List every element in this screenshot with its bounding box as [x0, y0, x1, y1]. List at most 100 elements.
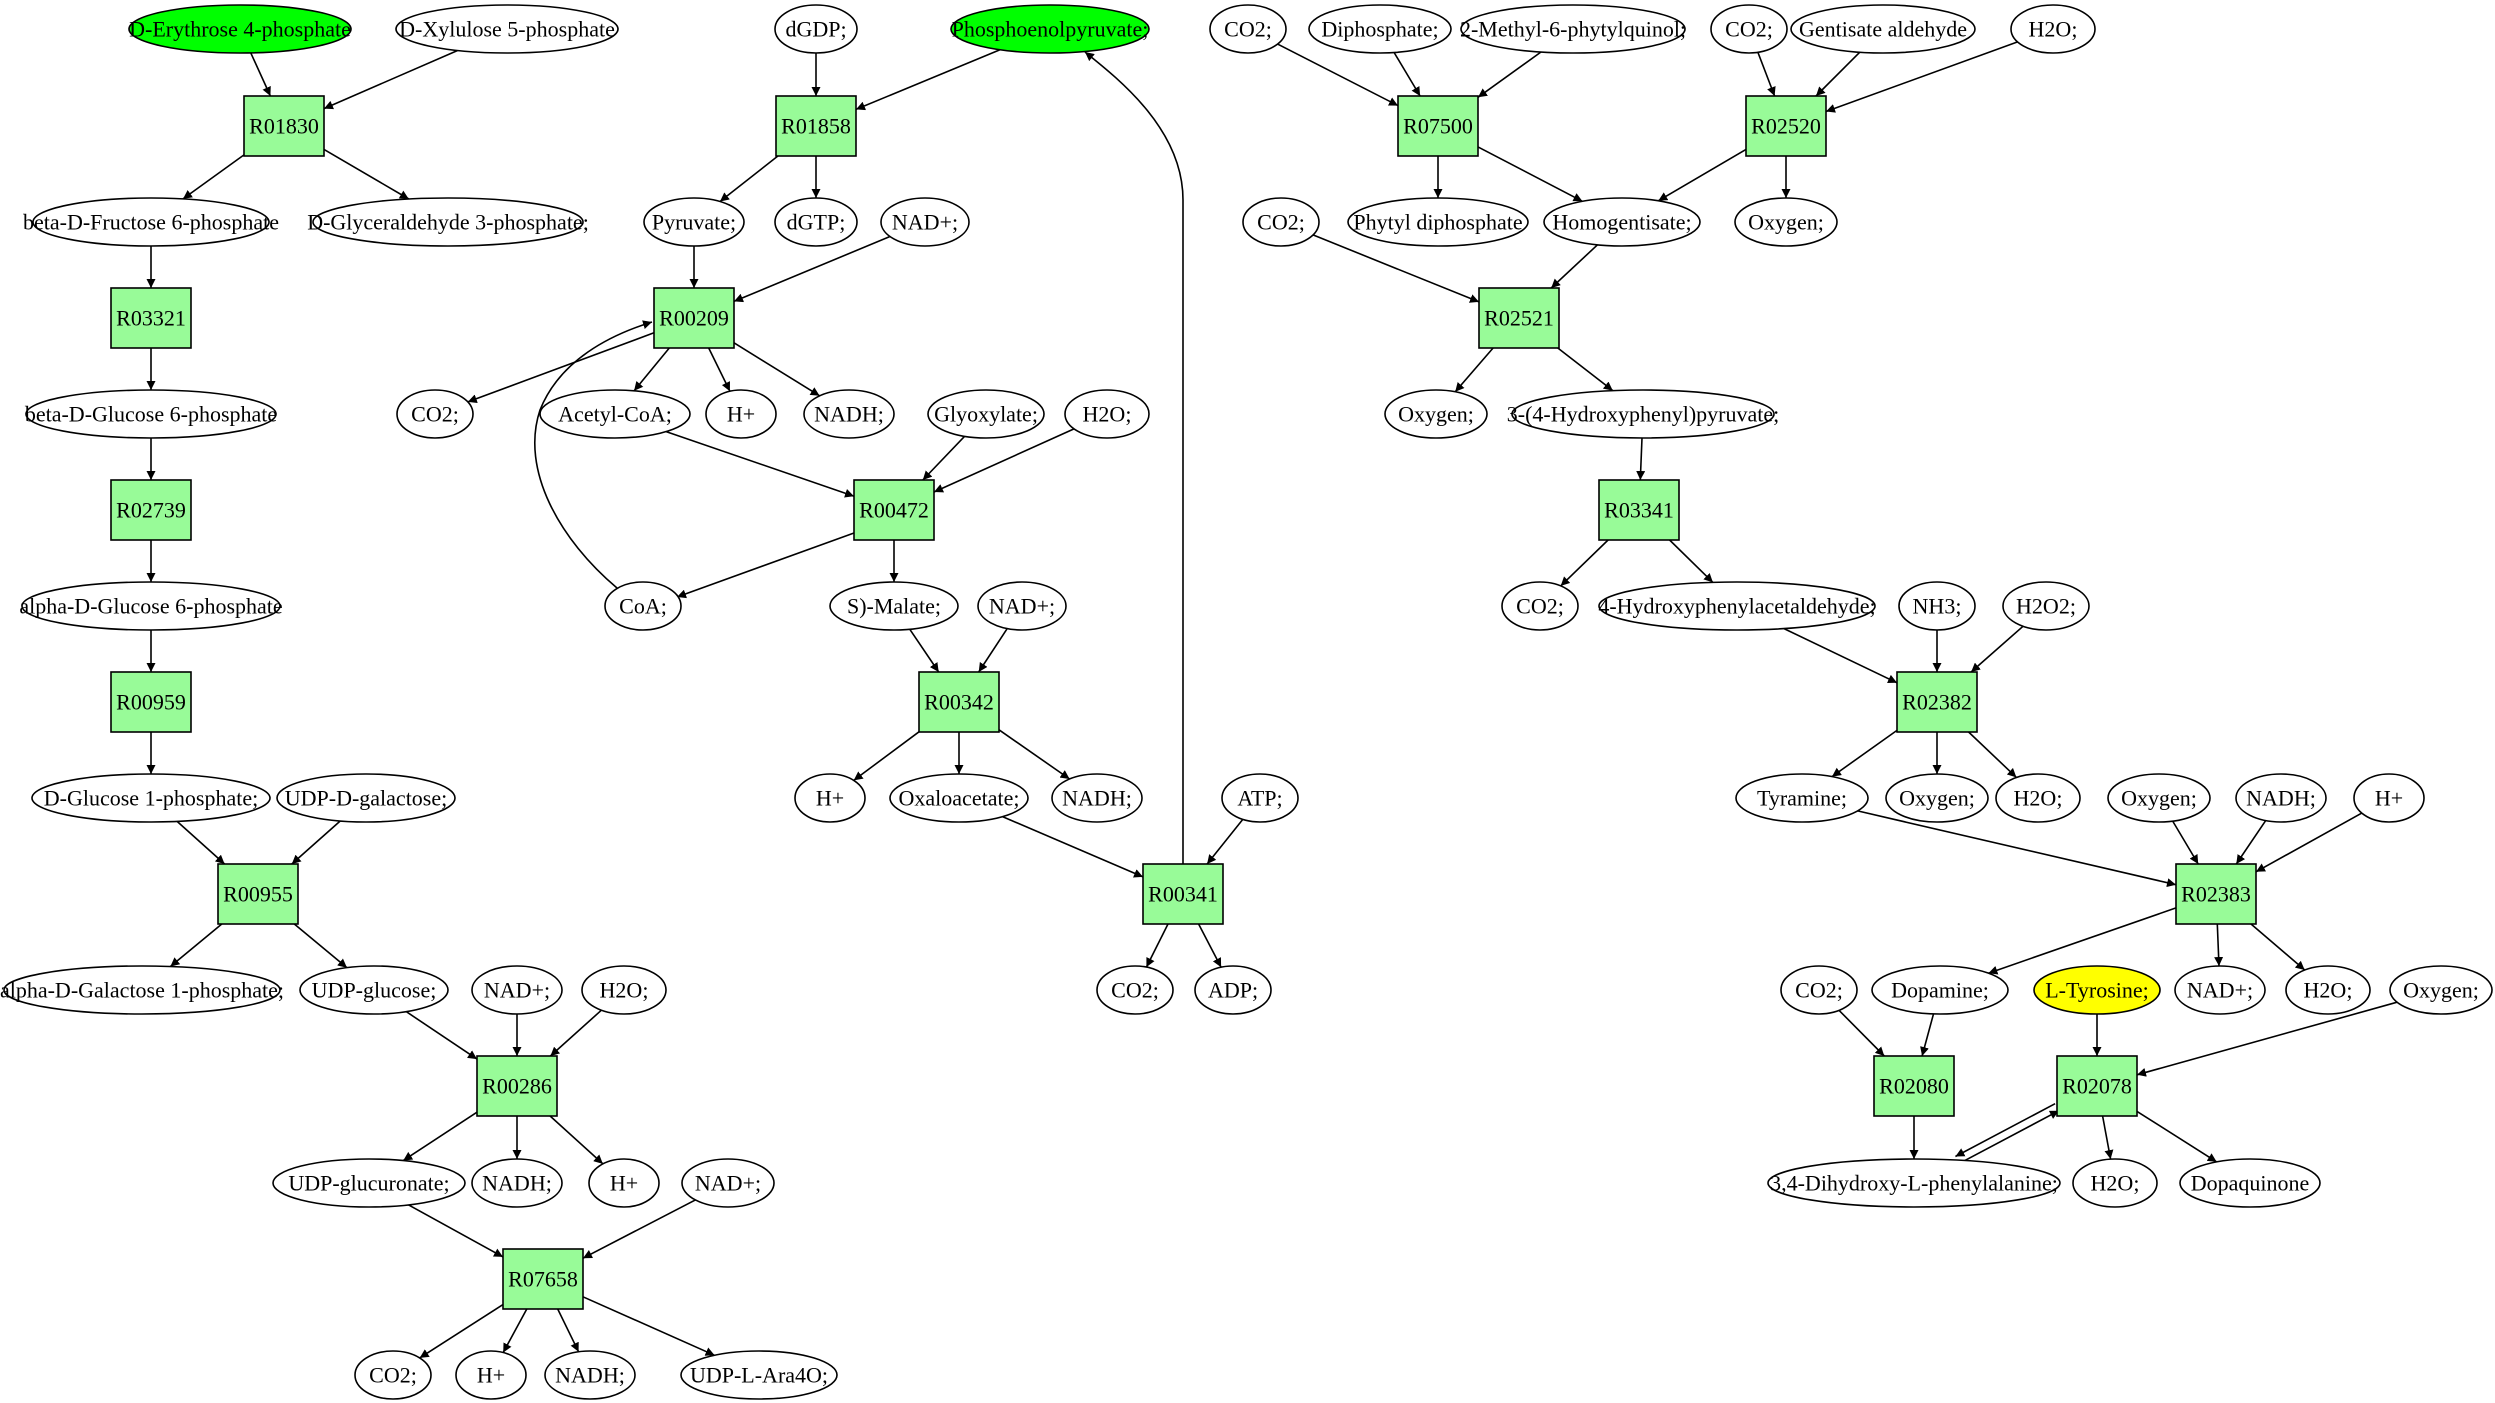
compound-node[interactable]: UDP-D-galactose; — [276, 773, 456, 823]
compound-node[interactable]: CO2; — [1501, 581, 1579, 631]
compound-node[interactable]: H2O; — [581, 965, 667, 1015]
node-label: NADH; — [2246, 786, 2316, 811]
reaction-node[interactable]: R07658 — [502, 1248, 584, 1310]
compound-node[interactable]: CO2; — [354, 1350, 432, 1400]
reaction-node[interactable]: R01858 — [775, 95, 857, 157]
compound-node[interactable]: Oxygen; — [1734, 197, 1838, 247]
compound-node[interactable]: S)-Malate; — [829, 581, 959, 631]
compound-node[interactable]: NAD+; — [2174, 965, 2266, 1015]
reaction-node[interactable]: R02739 — [110, 479, 192, 541]
reaction-node[interactable]: R02382 — [1896, 671, 1978, 733]
reaction-node[interactable]: R00209 — [653, 287, 735, 349]
reaction-node[interactable]: R07500 — [1397, 95, 1479, 157]
reaction-node[interactable]: R02520 — [1745, 95, 1827, 157]
compound-node[interactable]: UDP-L-Ara4O; — [680, 1350, 838, 1400]
compound-node[interactable]: H+ — [705, 389, 777, 439]
compound-node[interactable]: dGDP; — [774, 4, 858, 54]
compound-node[interactable]: Phytyl diphosphate — [1347, 197, 1529, 247]
compound-node[interactable]: H+ — [455, 1350, 527, 1400]
edge-R02078-to-c_h2o_2078 — [2101, 1115, 2114, 1160]
compound-node[interactable]: Oxygen; — [2107, 773, 2211, 823]
reaction-node[interactable]: R02078 — [2056, 1055, 2138, 1117]
compound-node[interactable]: NAD+; — [977, 581, 1067, 631]
edge-R00955-to-c_agal1p — [169, 923, 223, 968]
compound-node[interactable]: CO2; — [1780, 965, 1858, 1015]
compound-node[interactable]: H+ — [588, 1158, 660, 1208]
compound-node[interactable]: 3,4-Dihydroxy-L-phenylalanine; — [1767, 1158, 2061, 1208]
compound-node[interactable]: Oxaloacetate; — [889, 773, 1029, 823]
compound-node[interactable]: alpha-D-Glucose 6-phosphate — [19, 581, 283, 631]
compound-node[interactable]: NADH; — [544, 1350, 636, 1400]
compound-node[interactable]: H+ — [2353, 773, 2425, 823]
reaction-node[interactable]: R02521 — [1478, 287, 1560, 349]
compound-node[interactable]: Acetyl-CoA; — [539, 389, 691, 439]
compound-node[interactable]: NADH; — [803, 389, 895, 439]
compound-node[interactable]: beta-D-Fructose 6-phosphate — [23, 197, 279, 247]
compound-node[interactable]: CO2; — [396, 389, 474, 439]
reaction-node[interactable]: R00341 — [1142, 863, 1224, 925]
compound-node[interactable]: D-Glyceraldehyde 3-phosphate; — [307, 197, 589, 247]
compound-node[interactable]: Diphosphate; — [1308, 4, 1452, 54]
compound-node[interactable]: Tyramine; — [1735, 773, 1869, 823]
compound-node[interactable]: CO2; — [1209, 4, 1287, 54]
compound-node[interactable]: Pyruvate; — [643, 197, 745, 247]
compound-node[interactable]: Dopaquinone — [2179, 1158, 2321, 1208]
compound-node[interactable]: alpha-D-Galactose 1-phosphate; — [0, 965, 284, 1015]
compound-node[interactable]: Dopamine; — [1871, 965, 2009, 1015]
reaction-node[interactable]: R02383 — [2175, 863, 2257, 925]
compound-node[interactable]: Oxygen; — [1885, 773, 1989, 823]
reaction-node[interactable]: R00472 — [853, 479, 935, 541]
compound-node[interactable]: H+ — [794, 773, 866, 823]
compound-node[interactable]: ADP; — [1194, 965, 1272, 1015]
reaction-node[interactable]: R00286 — [476, 1055, 558, 1117]
reaction-node[interactable]: R00342 — [918, 671, 1000, 733]
compound-node[interactable]: Homogentisate; — [1543, 197, 1701, 247]
compound-ellipse — [2389, 965, 2493, 1015]
compound-node[interactable]: UDP-glucose; — [299, 965, 449, 1015]
compound-node[interactable]: Gentisate aldehyde — [1790, 4, 1976, 54]
reaction-node[interactable]: R00955 — [217, 863, 299, 925]
reaction-node[interactable]: R00959 — [110, 671, 192, 733]
node-label: R02078 — [2062, 1074, 2132, 1099]
compound-node[interactable]: NAD+; — [681, 1158, 775, 1208]
compound-node[interactable]: H2O; — [2010, 4, 2096, 54]
node-label: H2O; — [2014, 786, 2063, 811]
compound-node[interactable]: H2O2; — [2002, 581, 2090, 631]
edge-c_ldopa-to-R02078 — [1958, 1109, 2060, 1165]
compound-node[interactable]: CO2; — [1242, 197, 1320, 247]
compound-node[interactable]: CO2; — [1096, 965, 1174, 1015]
compound-node[interactable]: 2-Methyl-6-phytylquinol; — [1460, 4, 1686, 54]
compound-node[interactable]: D-Xylulose 5-phosphate — [395, 4, 619, 54]
compound-node[interactable]: CO2; — [1710, 4, 1788, 54]
compound-node[interactable]: 4-Hydroxyphenylacetaldehyde; — [1598, 581, 1876, 631]
compound-node[interactable]: NADH; — [1051, 773, 1143, 823]
compound-node[interactable]: NADH; — [471, 1158, 563, 1208]
compound-node[interactable]: 3-(4-Hydroxyphenyl)pyruvate; — [1507, 389, 1779, 439]
compound-node[interactable]: NADH; — [2235, 773, 2327, 823]
compound-node[interactable]: H2O; — [2285, 965, 2371, 1015]
reaction-node[interactable]: R03321 — [110, 287, 192, 349]
compound-node[interactable]: ATP; — [1221, 773, 1299, 823]
compound-node[interactable]: H2O; — [2072, 1158, 2158, 1208]
compound-node[interactable]: beta-D-Glucose 6-phosphate — [25, 389, 277, 439]
compound-node[interactable]: Phosphoenolpyruvate; — [950, 4, 1150, 54]
compound-node[interactable]: H2O; — [1995, 773, 2081, 823]
edge-R03341-to-c_hpa — [1669, 539, 1714, 583]
compound-node[interactable]: Oxygen; — [1384, 389, 1488, 439]
reaction-node[interactable]: R01830 — [243, 95, 325, 157]
compound-node[interactable]: D-Erythrose 4-phosphate — [128, 4, 352, 54]
compound-node[interactable]: NH3; — [1898, 581, 1976, 631]
compound-node[interactable]: UDP-glucuronate; — [272, 1158, 466, 1208]
node-label: beta-D-Glucose 6-phosphate — [25, 402, 277, 427]
compound-node[interactable]: L-Tyrosine; — [2033, 965, 2161, 1015]
compound-node[interactable]: NAD+; — [471, 965, 563, 1015]
reaction-node[interactable]: R02080 — [1873, 1055, 1955, 1117]
compound-node[interactable]: Glyoxylate; — [927, 389, 1045, 439]
compound-node[interactable]: H2O; — [1064, 389, 1150, 439]
reaction-node[interactable]: R03341 — [1598, 479, 1680, 541]
compound-node[interactable]: CoA; — [604, 581, 682, 631]
compound-node[interactable]: NAD+; — [880, 197, 970, 247]
compound-node[interactable]: dGTP; — [774, 197, 858, 247]
compound-node[interactable]: Oxygen; — [2389, 965, 2493, 1015]
compound-node[interactable]: D-Glucose 1-phosphate; — [31, 773, 271, 823]
